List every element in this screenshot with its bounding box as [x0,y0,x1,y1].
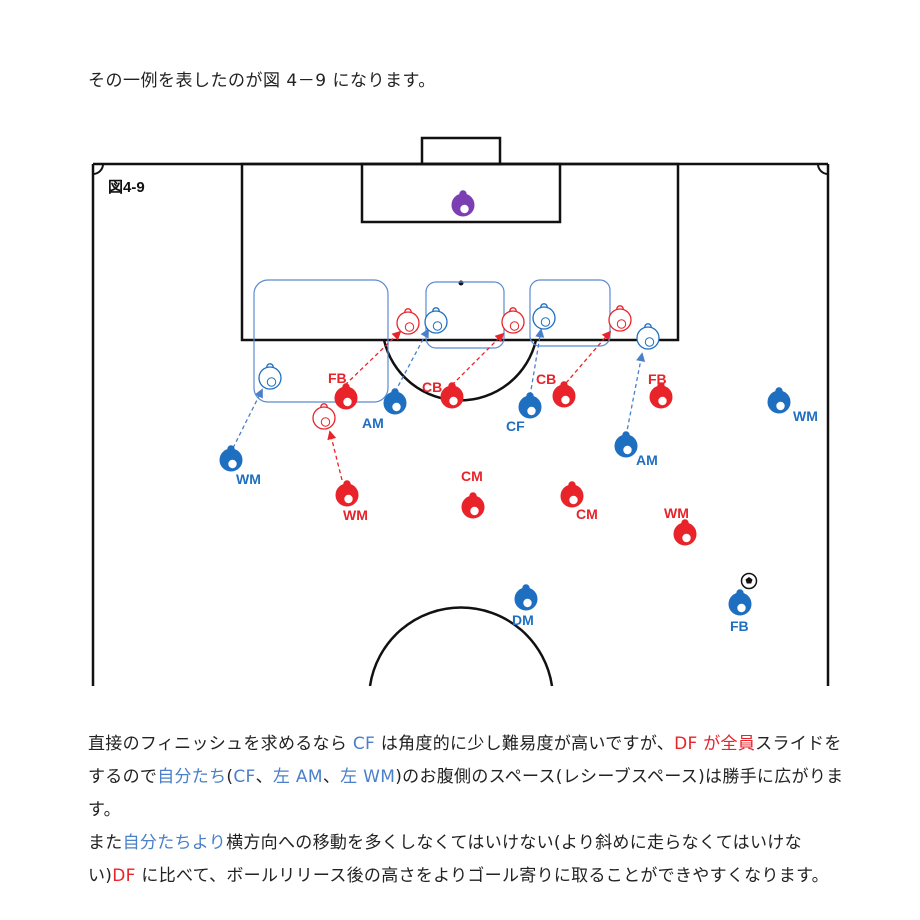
player-labels: FB CB CB FB CM CM WM WM AM CF AM WM WM DM FB [236,370,818,634]
player-ghost-blue-3 [636,323,660,350]
text-segment: スライドをするので [88,734,842,787]
paragraph-2: また自分たちより横方向への移動を多くしなくてはいけない(より斜めに走らなくてはい… [88,827,848,893]
text-segment: は角度的に少し難易度が高いですが、 [375,734,675,754]
intro-text: その一例を表したのが図 4－9 になります。 [88,71,436,91]
text-segment: に比べて、ボールリリース後の高さをよりゴール寄りに取ることができやすくなります。 [135,866,829,886]
run-arrows [232,328,646,481]
zone-right [529,279,611,347]
arrow-am-left [394,328,429,393]
player-ghost-blue-2 [532,303,556,330]
arrow-fb-left [344,330,402,386]
player-red-fb-right [649,382,673,409]
label-red-cb-left: CB [422,379,442,395]
text-segment: DF [112,866,136,886]
label-blue-wm-left: WM [236,471,261,487]
label-red-fb-right: FB [648,371,667,387]
text-segment: 、 [322,767,341,787]
player-red-wm-right [673,519,697,546]
figure-label: 図4-9 [108,179,145,196]
label-blue-dm: DM [512,612,534,628]
arrow-cb-right [565,330,612,384]
player-ghost-red-4 [312,403,336,430]
label-red-wm-left: WM [343,507,368,523]
arrow-wm-left [232,388,263,449]
goal [420,136,502,166]
player-red-cm-left [461,492,485,519]
label-red-cb-right: CB [536,371,556,387]
penalty-spot [458,280,464,286]
center-circle [368,606,554,687]
label-red-cm-right: CM [576,506,598,522]
player-blue-wm-right [767,387,791,414]
player-ghost-red-1 [396,308,420,335]
text-segment: 自分たちより [122,833,227,853]
player-red-cb-right [552,381,576,408]
player-red-cm-right [560,481,584,508]
player-red-cb-left [440,382,464,409]
players [219,190,791,616]
player-blue-fb [728,589,752,616]
player-gk [451,190,475,217]
body-text: 直接のフィニッシュを求めるなら CF は角度的に少し難易度が高いですが、DF が… [88,728,848,893]
label-red-cm-left: CM [461,468,483,484]
label-blue-am-right: AM [636,452,658,468]
text-segment: 自分たち [157,767,227,787]
label-blue-wm-right: WM [793,408,818,424]
player-ghost-red-2 [501,307,525,334]
text-segment: 左 AM [272,767,323,787]
arrow-am-right [625,352,646,437]
label-red-fb-left: FB [328,370,347,386]
corner-arc-right [817,163,829,175]
text-segment: また [88,833,123,853]
text-segment: 、 [255,767,273,787]
text-segment: DF が全員 [674,734,756,754]
ball [740,572,758,590]
player-blue-am-right [614,431,638,458]
text-segment: 左 WM [340,767,396,787]
text-segment: 横方向への移動を多くしなくてはいけない(より斜めに走らなくてはいけない) [88,833,802,886]
text-segment: CF [233,767,256,787]
text-segment: CF [352,734,376,754]
text-segment: 直接のフィニッシュを求めるなら [88,734,353,754]
arrow-wm-left [327,430,343,481]
paragraph-1: 直接のフィニッシュを求めるなら CF は角度的に少し難易度が高いですが、DF が… [88,728,848,827]
arrow-cb-left [451,332,505,386]
player-ghost-blue-4 [258,363,282,390]
player-blue-am-left [383,388,407,415]
text-segment: ( [226,767,234,787]
player-ghost-red-3 [608,305,632,332]
label-blue-fb: FB [730,618,749,634]
player-blue-cf [518,392,542,419]
pitch-lines [91,136,830,687]
zone-left [253,279,389,403]
label-blue-cf: CF [506,418,525,434]
player-ghost-blue-1 [424,307,448,334]
label-red-wm-right: WM [664,505,689,521]
goal-box [360,162,562,224]
ball-patch [745,577,753,584]
corner-arc-left [92,163,104,175]
player-red-fb-left [334,383,358,410]
player-blue-wm-left [219,445,243,472]
player-red-wm-left [335,480,359,507]
player-blue-dm [514,584,538,611]
label-blue-am-left: AM [362,415,384,431]
text-segment: )のお腹側のスペース(レシーブスペース)は勝手に広がります。 [88,767,844,820]
